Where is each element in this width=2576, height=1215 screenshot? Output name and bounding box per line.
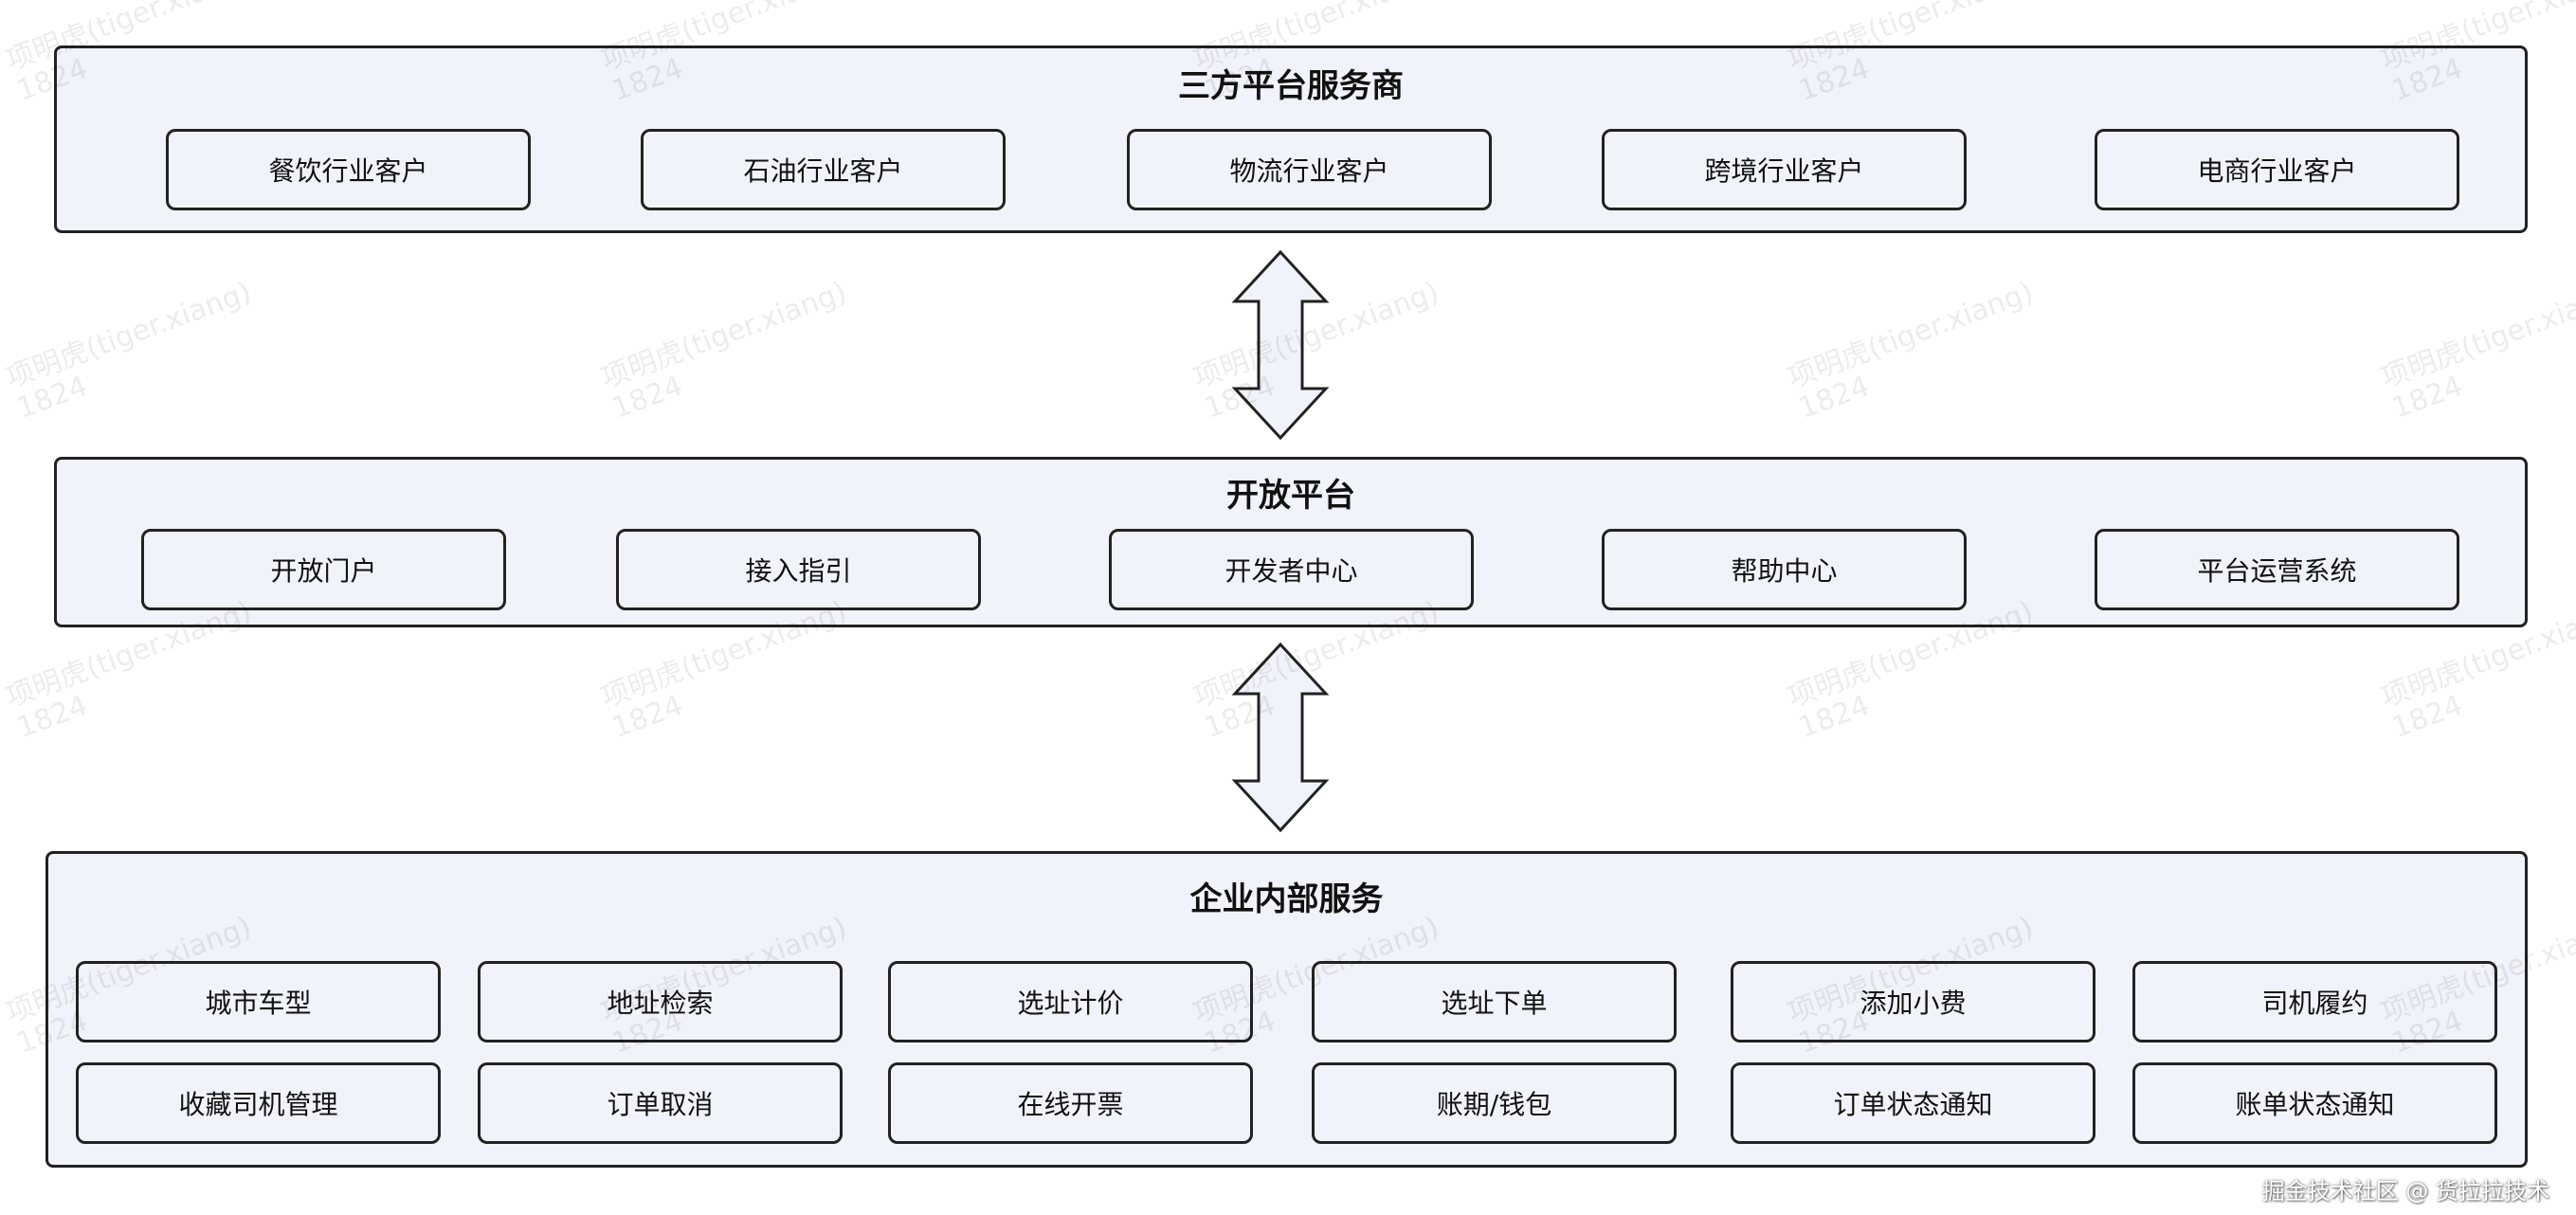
internal-services-panel: 企业内部服务 城市车型 地址检索 选址计价 选址下单 添加小费 司机履约 收藏司…: [45, 851, 2528, 1168]
node-city-vehicle-types: 城市车型: [76, 961, 441, 1043]
third-party-providers-panel: 三方平台服务商 餐饮行业客户 石油行业客户 物流行业客户 跨境行业客户 电商行业…: [54, 45, 2528, 233]
panel-title: 开放平台: [1226, 477, 1355, 515]
node-developer-center: 开发者中心: [1109, 529, 1474, 610]
node-favorite-driver-mgmt: 收藏司机管理: [76, 1062, 441, 1144]
node-help-center: 帮助中心: [1602, 529, 1967, 610]
node-credit-wallet: 账期/钱包: [1312, 1062, 1677, 1144]
node-petroleum-customers: 石油行业客户: [641, 129, 1006, 210]
node-order-cancel: 订单取消: [478, 1062, 843, 1144]
node-order-status-notify: 订单状态通知: [1731, 1062, 2095, 1144]
node-online-invoicing: 在线开票: [888, 1062, 1253, 1144]
panel-title: 三方平台服务商: [1178, 67, 1404, 105]
footer-credit: 掘金技术社区 @ 货拉拉技术: [2261, 1178, 2549, 1205]
node-logistics-customers: 物流行业客户: [1127, 129, 1492, 210]
node-add-tip: 添加小费: [1731, 961, 2095, 1043]
node-catering-customers: 餐饮行业客户: [166, 129, 531, 210]
node-crossborder-customers: 跨境行业客户: [1602, 129, 1967, 210]
node-driver-fulfillment: 司机履约: [2132, 961, 2497, 1043]
node-bill-status-notify: 账单状态通知: [2132, 1062, 2497, 1144]
node-platform-ops-system: 平台运营系统: [2095, 529, 2459, 610]
node-open-portal: 开放门户: [141, 529, 506, 610]
open-platform-panel: 开放平台 开放门户 接入指引 开发者中心 帮助中心 平台运营系统: [54, 457, 2528, 627]
node-access-guide: 接入指引: [616, 529, 981, 610]
node-location-ordering: 选址下单: [1312, 961, 1677, 1043]
panel-title: 企业内部服务: [1189, 880, 1384, 918]
node-ecommerce-customers: 电商行业客户: [2095, 129, 2459, 210]
node-location-pricing: 选址计价: [888, 961, 1253, 1043]
node-address-search: 地址检索: [478, 961, 843, 1043]
